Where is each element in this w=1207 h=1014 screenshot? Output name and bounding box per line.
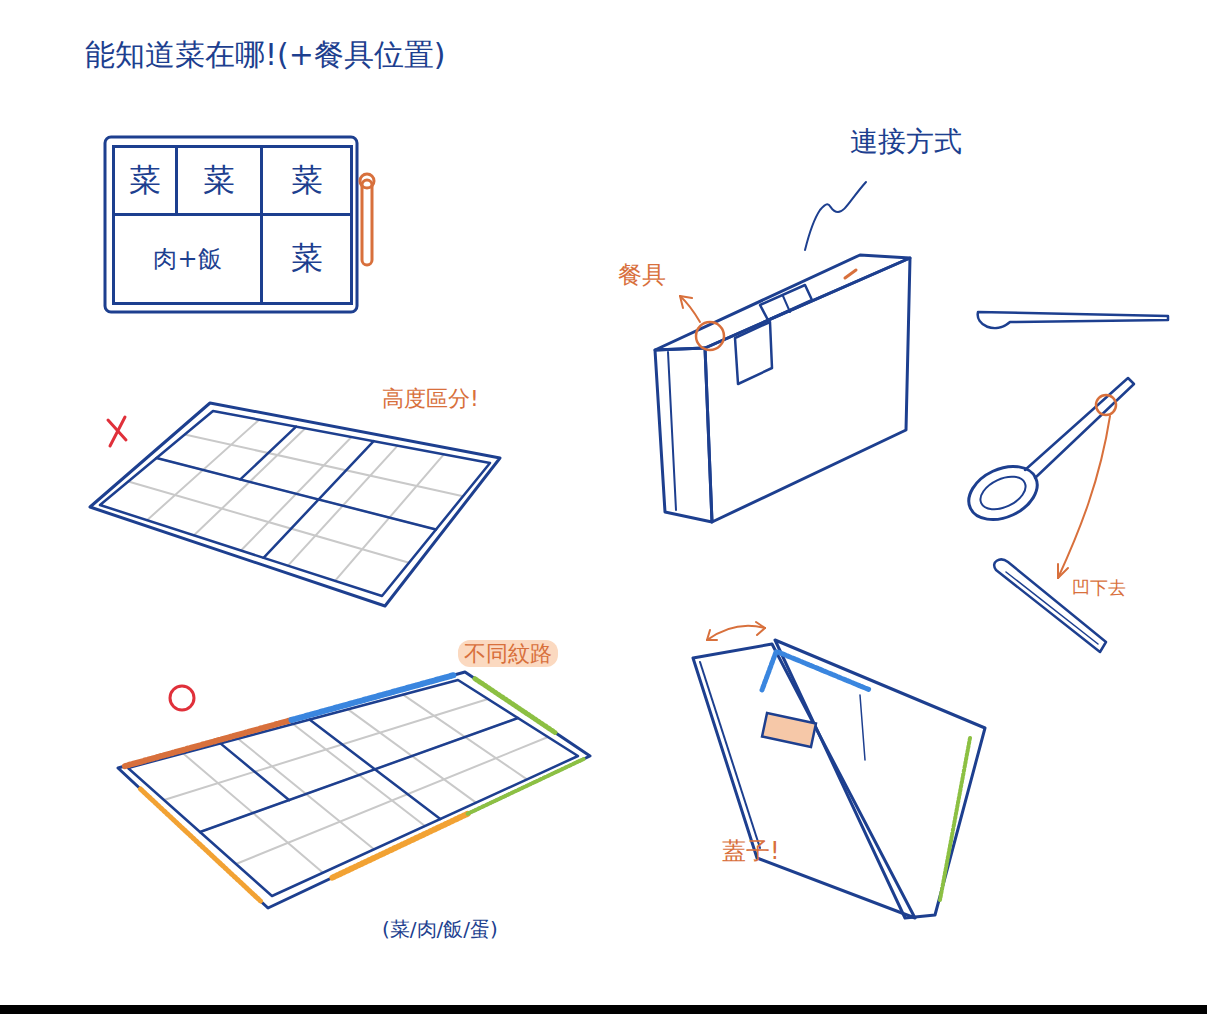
arrow-head <box>756 622 765 628</box>
tray-rim <box>90 403 500 606</box>
texture-edge <box>141 789 261 901</box>
arrow-head <box>680 296 692 298</box>
case-flap <box>735 322 772 384</box>
callout-arrow <box>1058 416 1110 578</box>
arrow-head <box>707 630 710 640</box>
swing-arrow <box>707 626 765 640</box>
callout-arrow <box>680 296 700 322</box>
arrow-head <box>707 639 717 641</box>
highlight-circle <box>1096 395 1116 415</box>
case-top <box>655 255 910 350</box>
arrow-head <box>680 296 683 308</box>
divider-line <box>157 458 437 530</box>
compartment-label: 菜 <box>291 159 323 203</box>
texture-edge <box>468 759 584 814</box>
case-handle <box>760 285 812 320</box>
case-handle <box>783 296 790 312</box>
texture-edge <box>778 652 870 690</box>
compartment-box: 菜 <box>112 145 178 216</box>
case-front <box>705 258 910 522</box>
texture-edge <box>475 679 555 733</box>
case-divider <box>860 695 865 760</box>
highlight-circle <box>696 322 724 350</box>
grid-line <box>157 458 437 530</box>
note-label: 連接方式 <box>850 126 962 158</box>
ladle-bowl <box>975 470 1030 516</box>
divider-line <box>264 441 374 558</box>
tray-rim <box>118 672 590 908</box>
cross-mark <box>110 417 125 446</box>
arrow-head <box>757 628 765 635</box>
compartment-box: 菜 <box>260 145 353 216</box>
ladle-bowl <box>960 456 1046 530</box>
divider-line <box>240 427 296 480</box>
texture-edge <box>292 675 455 720</box>
latch-tab <box>762 713 816 747</box>
ladle-handle <box>1025 378 1134 478</box>
part-label: 蓋子! <box>722 838 780 866</box>
utensil-holder <box>362 180 372 265</box>
compartment-box: 肉+飯 <box>112 213 263 305</box>
highlight-mark <box>845 270 856 278</box>
texture-edge <box>125 720 292 766</box>
arrow-head <box>1058 568 1068 578</box>
case-edge <box>700 662 760 848</box>
compartment-label: 菜 <box>291 237 323 281</box>
texture-edge <box>940 738 970 900</box>
grid-line <box>128 482 409 563</box>
chopstick-rest <box>994 560 1106 652</box>
case-side <box>655 348 712 522</box>
compartment-box: 菜 <box>175 145 263 216</box>
tray-inner <box>128 680 578 896</box>
texture-edge <box>332 814 467 878</box>
divider-line <box>220 743 289 800</box>
note-label: 高度區分! <box>382 386 479 411</box>
highlight-note: 不同紋路 <box>458 640 558 667</box>
case-edge <box>668 352 676 510</box>
leader-line <box>805 182 866 250</box>
compartment-label: 肉+飯 <box>153 243 221 275</box>
divider-line <box>310 720 441 819</box>
spoon-flat <box>978 312 1168 328</box>
note-label: (菜/肉/飯/蛋) <box>382 918 498 941</box>
case-lid <box>693 644 915 918</box>
sketch-title: 能知道菜在哪!(+餐具位置) <box>85 38 446 73</box>
tray-inner <box>100 411 490 596</box>
tray-outline <box>105 137 357 312</box>
part-label: 凹下去 <box>1072 578 1126 599</box>
compartment-box: 菜 <box>260 213 353 305</box>
compartment-label: 菜 <box>129 159 161 203</box>
texture-edge <box>762 652 776 690</box>
part-label: 餐具 <box>618 262 666 290</box>
frame-bar <box>0 1005 1207 1014</box>
compartment-label: 菜 <box>203 159 235 203</box>
grid-line <box>236 737 548 864</box>
utensil-ring <box>360 174 374 188</box>
circle-mark <box>170 686 194 710</box>
